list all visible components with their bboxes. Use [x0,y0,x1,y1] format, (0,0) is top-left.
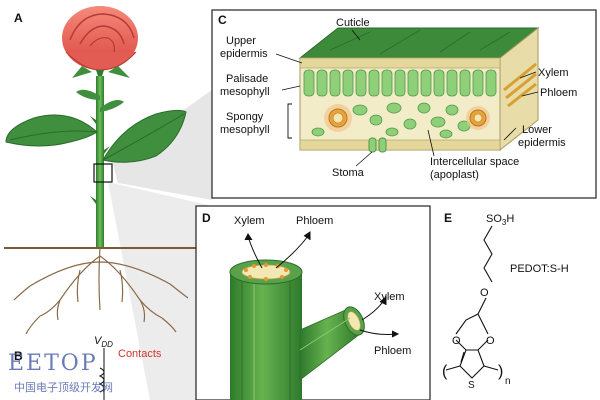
dioxane-ring [455,313,489,351]
repeat-bracket-open: ( [442,363,448,380]
label-lower-epidermis-1: Lower [522,124,552,136]
watermark-logo: EETOP [8,351,98,376]
rose-stem [96,76,104,248]
alkyl-chain [483,225,493,283]
side-vascular-stripes [503,62,537,108]
label-phloem-d-top: Phloem [296,215,333,227]
label-thiophene-sulfur: S [468,380,475,391]
rose-leaf-left [5,114,98,147]
watermark-text: 中国电子顶级开发网 [14,380,113,394]
label-spongy-1: Spongy [226,111,264,123]
contacts-label: Contacts [118,348,162,360]
spongy-cells [311,102,471,139]
panel-c-label: C [218,13,227,27]
label-spongy-2: mesophyll [220,124,270,136]
panel-a-label: A [14,11,23,25]
panel-b: B VDD Contacts [14,335,162,400]
label-ring-oxygen-right: O [486,335,495,347]
label-stoma: Stoma [332,167,365,179]
palisade-cells [303,69,497,97]
rose-roots [13,247,189,335]
zoom-funnel-d [108,182,212,400]
watermark: EETOP 中国电子顶级开发网 [8,351,113,394]
resistor-symbol [98,367,105,393]
label-palisade-1: Palisade [226,73,268,85]
label-palisade-2: mesophyll [220,86,270,98]
lower-epidermis-layer [299,139,501,151]
vascular-bundle-right [466,106,490,130]
label-upper-epidermis-1: Upper [226,35,256,47]
label-so3h: SO3H [486,213,514,227]
branch-stem-pith [347,311,361,331]
rose-flower [62,6,138,82]
vascular-bundle-left [324,104,352,132]
leaf-top-surface [298,27,540,59]
panel-e-label: E [444,211,452,225]
stem-zoom-box [93,163,113,183]
label-xylem-d-branch: Xylem [374,291,405,303]
label-xylem-c: Xylem [538,67,569,79]
upper-epidermis-layer [299,57,501,69]
thiophene-ring [445,349,499,379]
label-ring-oxygen-left: O [452,335,461,347]
rose-leaf-right [102,109,187,163]
panel-c: C [211,9,597,199]
main-stem-body [230,272,302,400]
flow-arrows [244,231,400,338]
label-upper-epidermis-2: epidermis [220,48,268,60]
stoma [368,137,387,153]
label-phloem-d-branch: Phloem [374,345,411,357]
repeat-bracket-close: ) [498,363,503,380]
panel-d: D Xylem Phloem Xyl [195,205,431,400]
label-lower-epidermis-2: epidermis [518,137,566,149]
rose-leaf-small [76,89,124,112]
label-phloem-c: Phloem [540,87,577,99]
panel-a: A [4,6,212,400]
label-xylem-d-top: Xylem [234,215,265,227]
vdd-label: VDD [94,335,113,349]
panel-d-label: D [202,211,211,225]
panel-e: E SO3H O PEDOT:S-H O O S ( ) n [442,211,569,391]
label-pedot-sh: PEDOT:S-H [510,263,569,275]
label-ether-oxygen: O [480,287,489,299]
panel-b-label: B [14,349,23,363]
label-intercellular-2: (apoplast) [430,169,479,181]
label-cuticle: Cuticle [336,17,370,29]
label-intercellular-1: Intercellular space [430,156,519,168]
label-repeat-n: n [505,376,511,387]
